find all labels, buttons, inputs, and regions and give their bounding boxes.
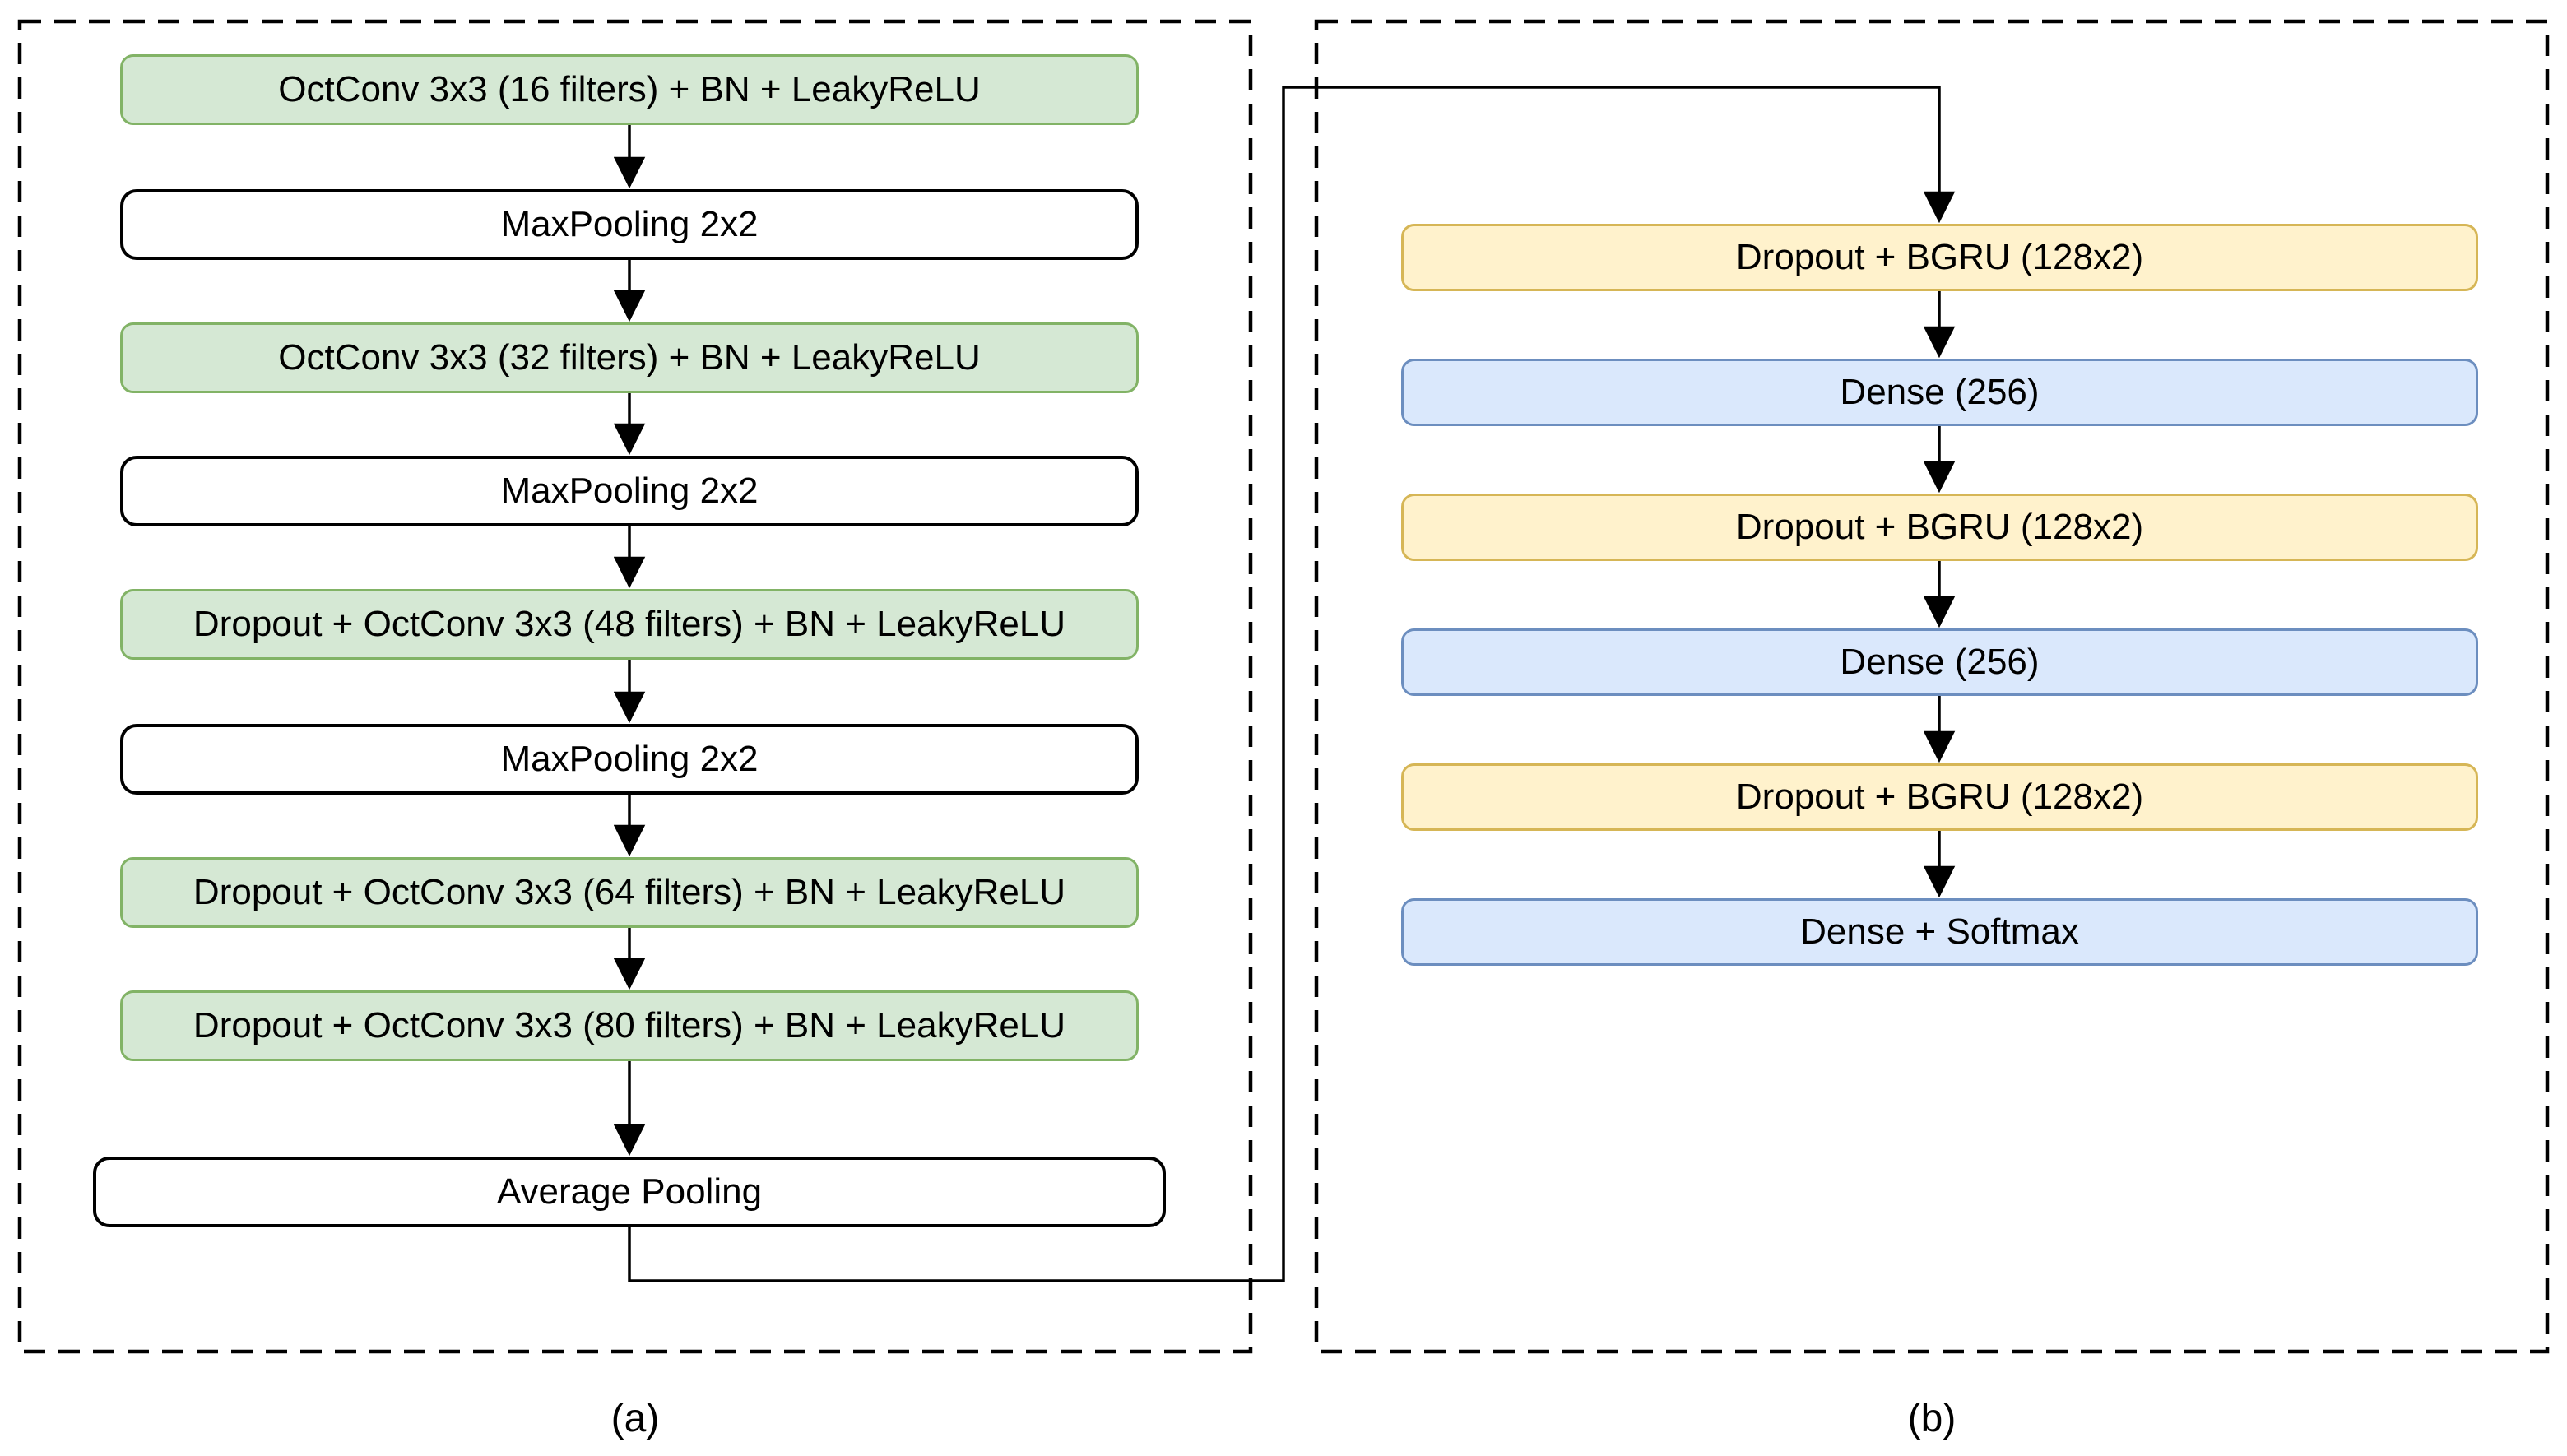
cross-panel-connector — [628, 86, 1956, 1282]
block-bgru-2: Dropout + BGRU (128x2) — [1401, 494, 2478, 561]
block-maxpooling-2: MaxPooling 2x2 — [120, 456, 1139, 526]
block-octconv-80: Dropout + OctConv 3x3 (80 filters) + BN … — [120, 990, 1139, 1061]
block-octconv-16: OctConv 3x3 (16 filters) + BN + LeakyReL… — [120, 54, 1139, 125]
block-octconv-48: Dropout + OctConv 3x3 (48 filters) + BN … — [120, 589, 1139, 660]
block-dense-softmax: Dense + Softmax — [1401, 898, 2478, 966]
block-octconv-32: OctConv 3x3 (32 filters) + BN + LeakyReL… — [120, 322, 1139, 393]
block-bgru-3: Dropout + BGRU (128x2) — [1401, 763, 2478, 831]
panel-b-caption: (b) — [1907, 1396, 1957, 1440]
block-dense-256-2: Dense (256) — [1401, 628, 2478, 696]
flow-arrows — [613, 86, 1956, 1282]
block-dense-256-1: Dense (256) — [1401, 359, 2478, 426]
block-octconv-64: Dropout + OctConv 3x3 (64 filters) + BN … — [120, 857, 1139, 928]
block-bgru-1: Dropout + BGRU (128x2) — [1401, 224, 2478, 291]
block-maxpooling-1: MaxPooling 2x2 — [120, 189, 1139, 260]
block-average-pooling: Average Pooling — [93, 1157, 1166, 1227]
panel-a-caption: (a) — [610, 1396, 660, 1440]
block-maxpooling-3: MaxPooling 2x2 — [120, 724, 1139, 795]
